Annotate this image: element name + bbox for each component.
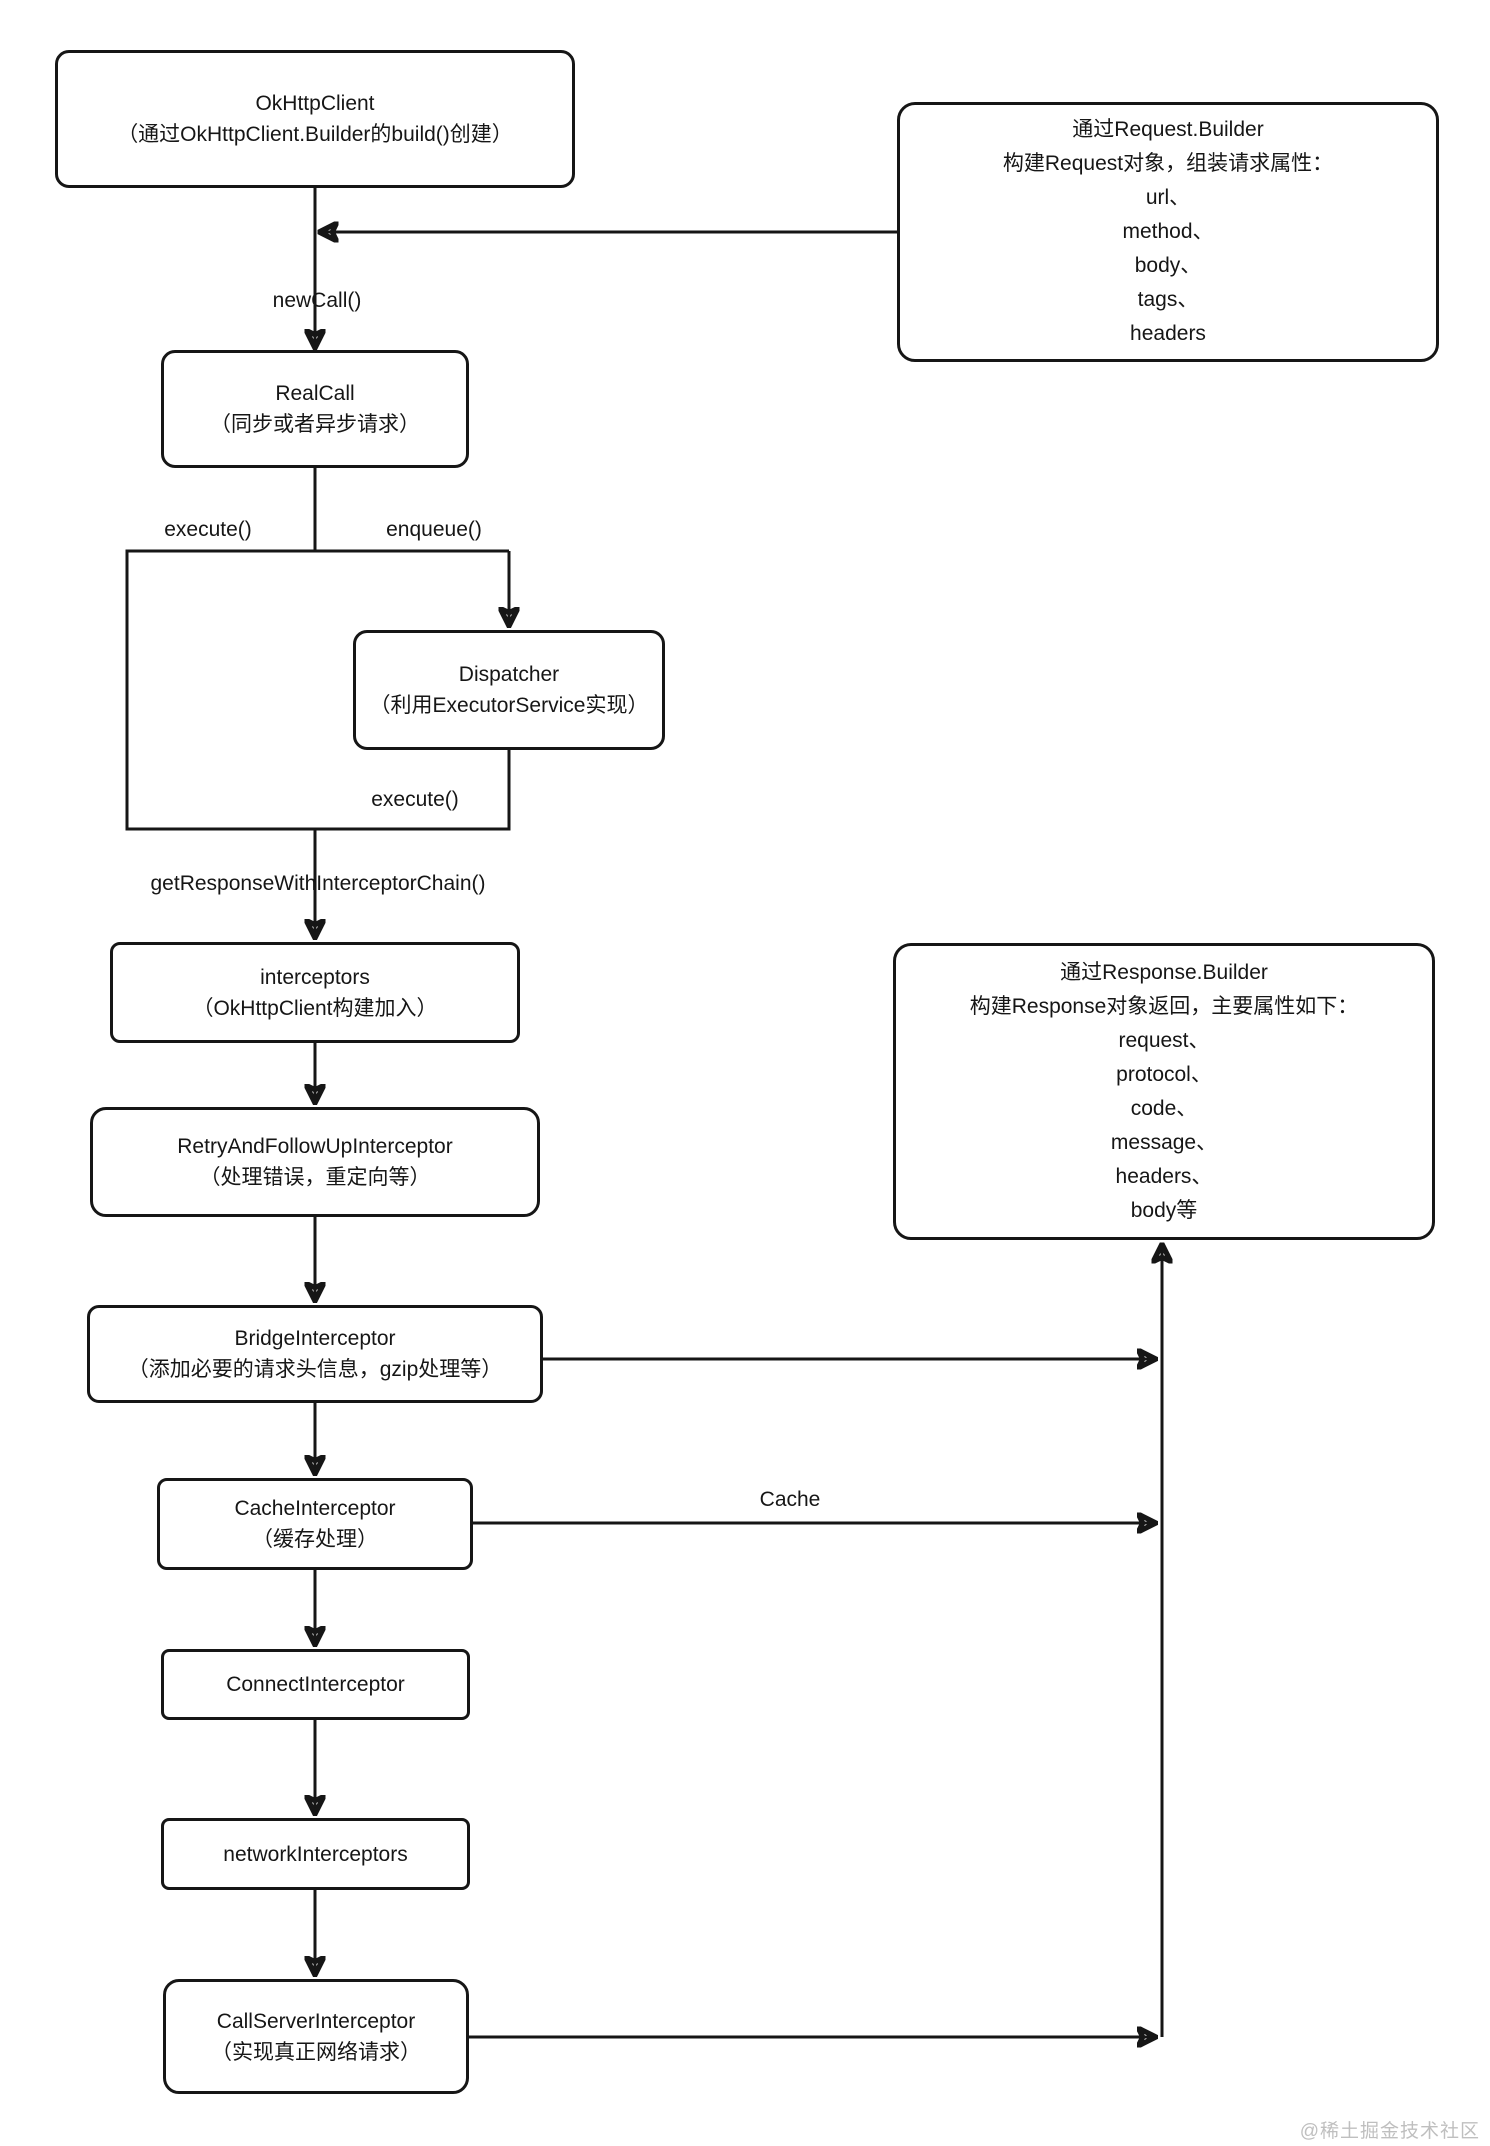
note-request-line: method、 (1122, 220, 1214, 243)
edge-label-dispatcher-execute: execute() (371, 788, 459, 811)
node-bridge-title: BridgeInterceptor (234, 1327, 396, 1350)
edge-label-execute-sync: execute() (164, 518, 252, 541)
node-bridge-interceptor: BridgeInterceptor （添加必要的请求头信息，gzip处理等） (87, 1305, 543, 1403)
node-dispatcher-subtitle: （利用ExecutorService实现） (369, 694, 649, 717)
node-retry-title: RetryAndFollowUpInterceptor (177, 1135, 453, 1158)
node-okhttpclient: OkHttpClient （通过OkHttpClient.Builder的bui… (55, 50, 575, 188)
edge-execute-loop-outline (125, 549, 511, 831)
node-cache-title: CacheInterceptor (234, 1497, 396, 1520)
node-realcall-subtitle: （同步或者异步请求） (210, 413, 420, 436)
node-network-interceptors: networkInterceptors (161, 1818, 470, 1890)
edge-label-enqueue-async: enqueue() (386, 518, 482, 541)
node-realcall-title: RealCall (275, 382, 355, 405)
note-response-line: headers、 (1115, 1164, 1213, 1188)
node-bridge-subtitle: （添加必要的请求头信息，gzip处理等） (127, 1358, 503, 1381)
node-realcall: RealCall （同步或者异步请求） (161, 350, 469, 468)
node-dispatcher-title: Dispatcher (458, 663, 560, 686)
node-dispatcher: Dispatcher （利用ExecutorService实现） (353, 630, 665, 750)
node-okhttpclient-subtitle: （通过OkHttpClient.Builder的build()创建） (117, 123, 513, 146)
edge-label-newcall: newCall() (272, 289, 362, 312)
note-request-line: headers (1130, 322, 1206, 345)
note-response-line: 构建Response对象返回，主要属性如下： (969, 994, 1359, 1018)
note-response-line: body等 (1130, 1198, 1198, 1222)
node-connect-interceptor: ConnectInterceptor (161, 1649, 470, 1720)
note-request-line: tags、 (1137, 288, 1199, 311)
note-response-line: code、 (1130, 1096, 1198, 1120)
node-cache-subtitle: （缓存处理） (252, 1528, 378, 1551)
node-callserver-subtitle: （实现真正网络请求） (211, 2040, 421, 2064)
node-call-server-interceptor: CallServerInterceptor （实现真正网络请求） (163, 1979, 469, 2094)
note-response-line: request、 (1118, 1028, 1210, 1052)
note-request-line: 构建Request对象，组装请求属性： (1002, 152, 1334, 175)
edge-label-cache: Cache (759, 1488, 821, 1511)
note-response-line: message、 (1110, 1130, 1218, 1154)
note-response-builder: 通过Response.Builder 构建Response对象返回，主要属性如下… (893, 943, 1435, 1240)
node-interceptors: interceptors （OkHttpClient构建加入） (110, 942, 520, 1043)
node-cache-interceptor: CacheInterceptor （缓存处理） (157, 1478, 473, 1570)
node-interceptors-title: interceptors (260, 965, 370, 989)
note-request-line: 通过Request.Builder (1072, 118, 1264, 141)
node-callserver-title: CallServerInterceptor (216, 2009, 416, 2033)
note-request-builder: 通过Request.Builder 构建Request对象，组装请求属性： ur… (897, 102, 1439, 362)
node-network-title: networkInterceptors (223, 1842, 408, 1866)
note-request-line: url、 (1145, 186, 1191, 209)
node-okhttpclient-title: OkHttpClient (255, 92, 375, 115)
note-response-line: 通过Response.Builder (1060, 960, 1268, 984)
node-connect-title: ConnectInterceptor (226, 1673, 405, 1696)
note-request-line: body、 (1134, 254, 1202, 277)
node-retry-subtitle: （处理错误，重定向等） (199, 1166, 431, 1189)
watermark: @稀土掘金技术社区 (1299, 2121, 1480, 2142)
node-interceptors-subtitle: （OkHttpClient构建加入） (192, 996, 438, 1020)
note-response-line: protocol、 (1116, 1062, 1212, 1086)
node-retry-and-follow-up-interceptor: RetryAndFollowUpInterceptor （处理错误，重定向等） (90, 1107, 540, 1217)
edge-label-get-response-chain: getResponseWithInterceptorChain() (150, 872, 486, 895)
